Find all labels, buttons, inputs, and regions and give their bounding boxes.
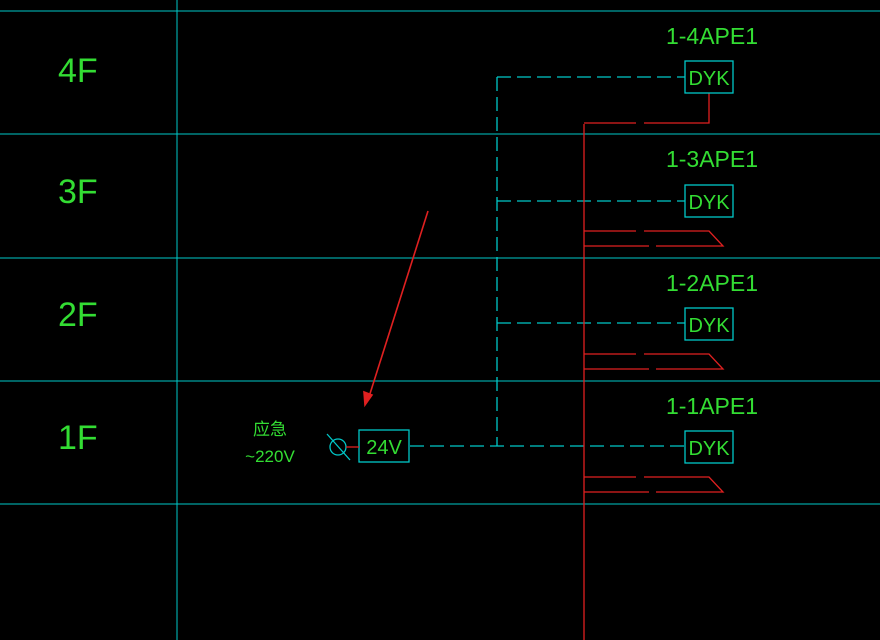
dyk-box-3f[interactable] (684, 184, 734, 218)
panel-name-3f: 1-3APE1 (666, 146, 758, 172)
dyk-label-3f: DYK (688, 192, 730, 214)
disconnect-symbol (326, 433, 359, 461)
dyk-box-2f[interactable] (684, 307, 734, 341)
dyk-label-4f: DYK (688, 68, 730, 90)
panel-name-2f: 1-2APE1 (666, 270, 758, 296)
floor-label-4f: 4F (58, 52, 98, 90)
transformer-label: 24V (366, 437, 402, 459)
signal-bus (410, 76, 685, 447)
panel-name-1f: 1-1APE1 (666, 393, 758, 419)
disconnect-slash (326, 433, 351, 461)
annotation-arrow (363, 210, 429, 408)
floor-label-3f: 3F (58, 173, 98, 211)
power-feed-4f (584, 93, 710, 124)
power-feed-1f (584, 476, 725, 493)
dyk-box-4f[interactable] (684, 60, 734, 94)
dyk-label-1f: DYK (688, 438, 730, 460)
dyk-label-2f: DYK (688, 315, 730, 337)
supply-label: 应急 (253, 420, 287, 439)
power-feed-3f (584, 230, 725, 247)
floor-label-2f: 2F (58, 296, 98, 334)
transformer-box[interactable] (358, 429, 410, 463)
arrow-head (363, 390, 374, 408)
panel-name-4f: 1-4APE1 (666, 23, 758, 49)
power-feed-2f (584, 353, 725, 370)
dyk-box-1f[interactable] (684, 430, 734, 464)
floor-label-1f: 1F (58, 419, 98, 457)
arrow-shaft (367, 210, 429, 401)
supply-voltage: ~220V (245, 447, 295, 466)
power-riser (583, 93, 725, 640)
